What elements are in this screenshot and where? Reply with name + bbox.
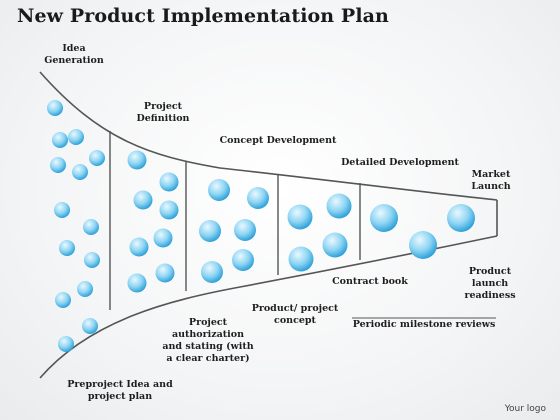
bubble: [232, 249, 254, 271]
bubble: [159, 172, 179, 192]
label-detailed-development: Detailed Development: [341, 157, 459, 168]
bubbles-stage-5: [370, 204, 475, 259]
bubble: [201, 261, 223, 283]
bubble: [72, 164, 88, 180]
bubble: [68, 129, 84, 145]
bubble: [288, 246, 314, 272]
bubble: [59, 240, 75, 256]
bubbles-stage-1: [47, 100, 105, 352]
bubble: [159, 200, 179, 220]
bubble: [83, 219, 99, 235]
bubble: [77, 281, 93, 297]
bubbles-stage-2: [127, 150, 179, 293]
bubble: [208, 179, 230, 201]
bubble: [234, 219, 256, 241]
bubble: [52, 132, 68, 148]
label-concept-development: Concept Development: [219, 135, 337, 146]
bubble: [82, 318, 98, 334]
bubble: [409, 231, 437, 259]
bubble: [50, 157, 66, 173]
bubble: [247, 187, 269, 209]
bubble: [133, 190, 153, 210]
bubble: [129, 237, 149, 257]
bubble: [127, 273, 147, 293]
bubble: [447, 204, 475, 232]
bubble: [58, 336, 74, 352]
bubble: [153, 228, 173, 248]
bubble: [55, 292, 71, 308]
bubble: [89, 150, 105, 166]
bubble: [54, 202, 70, 218]
bubble: [370, 204, 398, 232]
bubbles-stage-3: [199, 179, 269, 283]
page-title: New Product Implementation Plan: [17, 5, 389, 27]
label-contract-book: Contract book: [332, 276, 408, 287]
label-periodic-milestone-reviews: Periodic milestone reviews: [352, 319, 496, 330]
bubble: [155, 263, 175, 283]
bubble: [84, 252, 100, 268]
bubble: [326, 193, 352, 219]
bubble: [127, 150, 147, 170]
bubble: [322, 232, 348, 258]
funnel-top-curve: [39, 71, 498, 201]
logo-placeholder: Your logo: [504, 404, 546, 414]
bubble: [287, 204, 313, 230]
bubbles-stage-4: [287, 193, 352, 272]
bubble: [47, 100, 63, 116]
bubble: [199, 220, 221, 242]
